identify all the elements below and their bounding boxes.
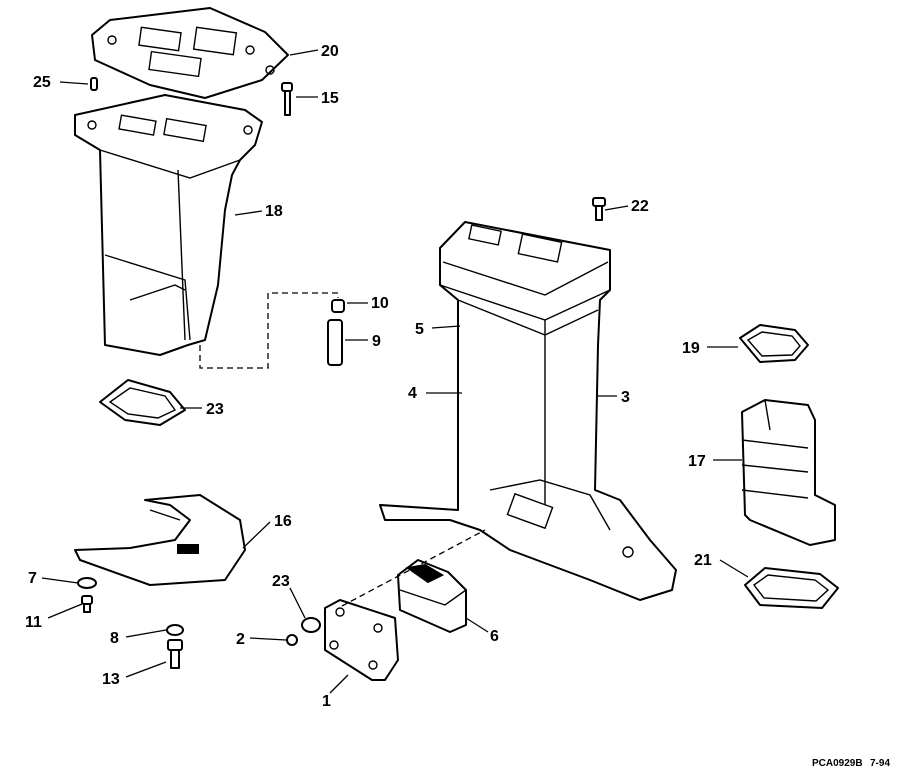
callout-labels: 20 15 25 18 10 9 23 22 5 4 3 19 17 21 16… bbox=[25, 43, 712, 710]
callout-2: 2 bbox=[236, 631, 245, 648]
callout-20: 21 bbox=[694, 552, 712, 569]
callout-8: 8 bbox=[110, 630, 119, 647]
callout-7: 7 bbox=[28, 570, 37, 587]
callout-23-shown: 23 bbox=[272, 573, 290, 590]
callout-23-tspan: 23 bbox=[272, 573, 290, 590]
part-9-tube bbox=[327, 319, 343, 366]
part-25-pin bbox=[90, 77, 98, 91]
callout-6: 6 bbox=[490, 628, 499, 645]
drawing-code: PCA0929B bbox=[812, 758, 863, 769]
callout-4: 4 bbox=[408, 385, 417, 402]
part-13-bolt bbox=[167, 639, 183, 669]
part-10-cap bbox=[331, 299, 345, 313]
part-22-bolt bbox=[592, 197, 606, 221]
part-1-cover bbox=[324, 599, 399, 681]
callout-18: 18 bbox=[265, 203, 283, 220]
callout-13: 13 bbox=[102, 671, 120, 688]
part-21-gasket bbox=[99, 379, 186, 426]
callout-16: 20 bbox=[321, 43, 339, 60]
callout-15: 15 bbox=[321, 90, 339, 107]
part-11-screw bbox=[81, 595, 93, 613]
callout-1: 1 bbox=[322, 693, 331, 710]
part-3-housing bbox=[379, 221, 677, 601]
part-14-plate bbox=[74, 494, 246, 586]
part-23-washer bbox=[301, 617, 321, 633]
callout-9: 9 bbox=[372, 333, 381, 350]
dashed-path-tube bbox=[199, 292, 339, 369]
part-19-gasket bbox=[739, 324, 809, 363]
callout-10: 10 bbox=[371, 295, 389, 312]
part-8-washer bbox=[166, 624, 184, 636]
part-20-gasket bbox=[744, 567, 839, 609]
drawing-date: 7-94 bbox=[870, 758, 890, 769]
part-18-adapter bbox=[74, 94, 263, 356]
leader-lines bbox=[41, 49, 749, 694]
part-17-tube bbox=[741, 399, 836, 546]
callout-22: 22 bbox=[631, 198, 649, 215]
callout-25: 25 bbox=[33, 74, 51, 91]
callout-5: 5 bbox=[415, 321, 424, 338]
callout-17: 17 bbox=[688, 453, 706, 470]
part-2-screw bbox=[286, 634, 298, 646]
part-15-bolt bbox=[281, 82, 293, 116]
callout-3: 3 bbox=[621, 389, 630, 406]
callout-11: 11 bbox=[25, 614, 42, 631]
part-7-washer bbox=[77, 577, 97, 589]
footer: PCA0929B 7-94 bbox=[812, 758, 890, 769]
part-6-mount bbox=[397, 559, 467, 633]
callout-19: 19 bbox=[682, 340, 700, 357]
callout-21: 23 bbox=[206, 401, 224, 418]
part-16-gasket bbox=[91, 7, 289, 99]
callout-14: 16 bbox=[274, 513, 292, 530]
dashed-path-cover bbox=[341, 529, 486, 607]
